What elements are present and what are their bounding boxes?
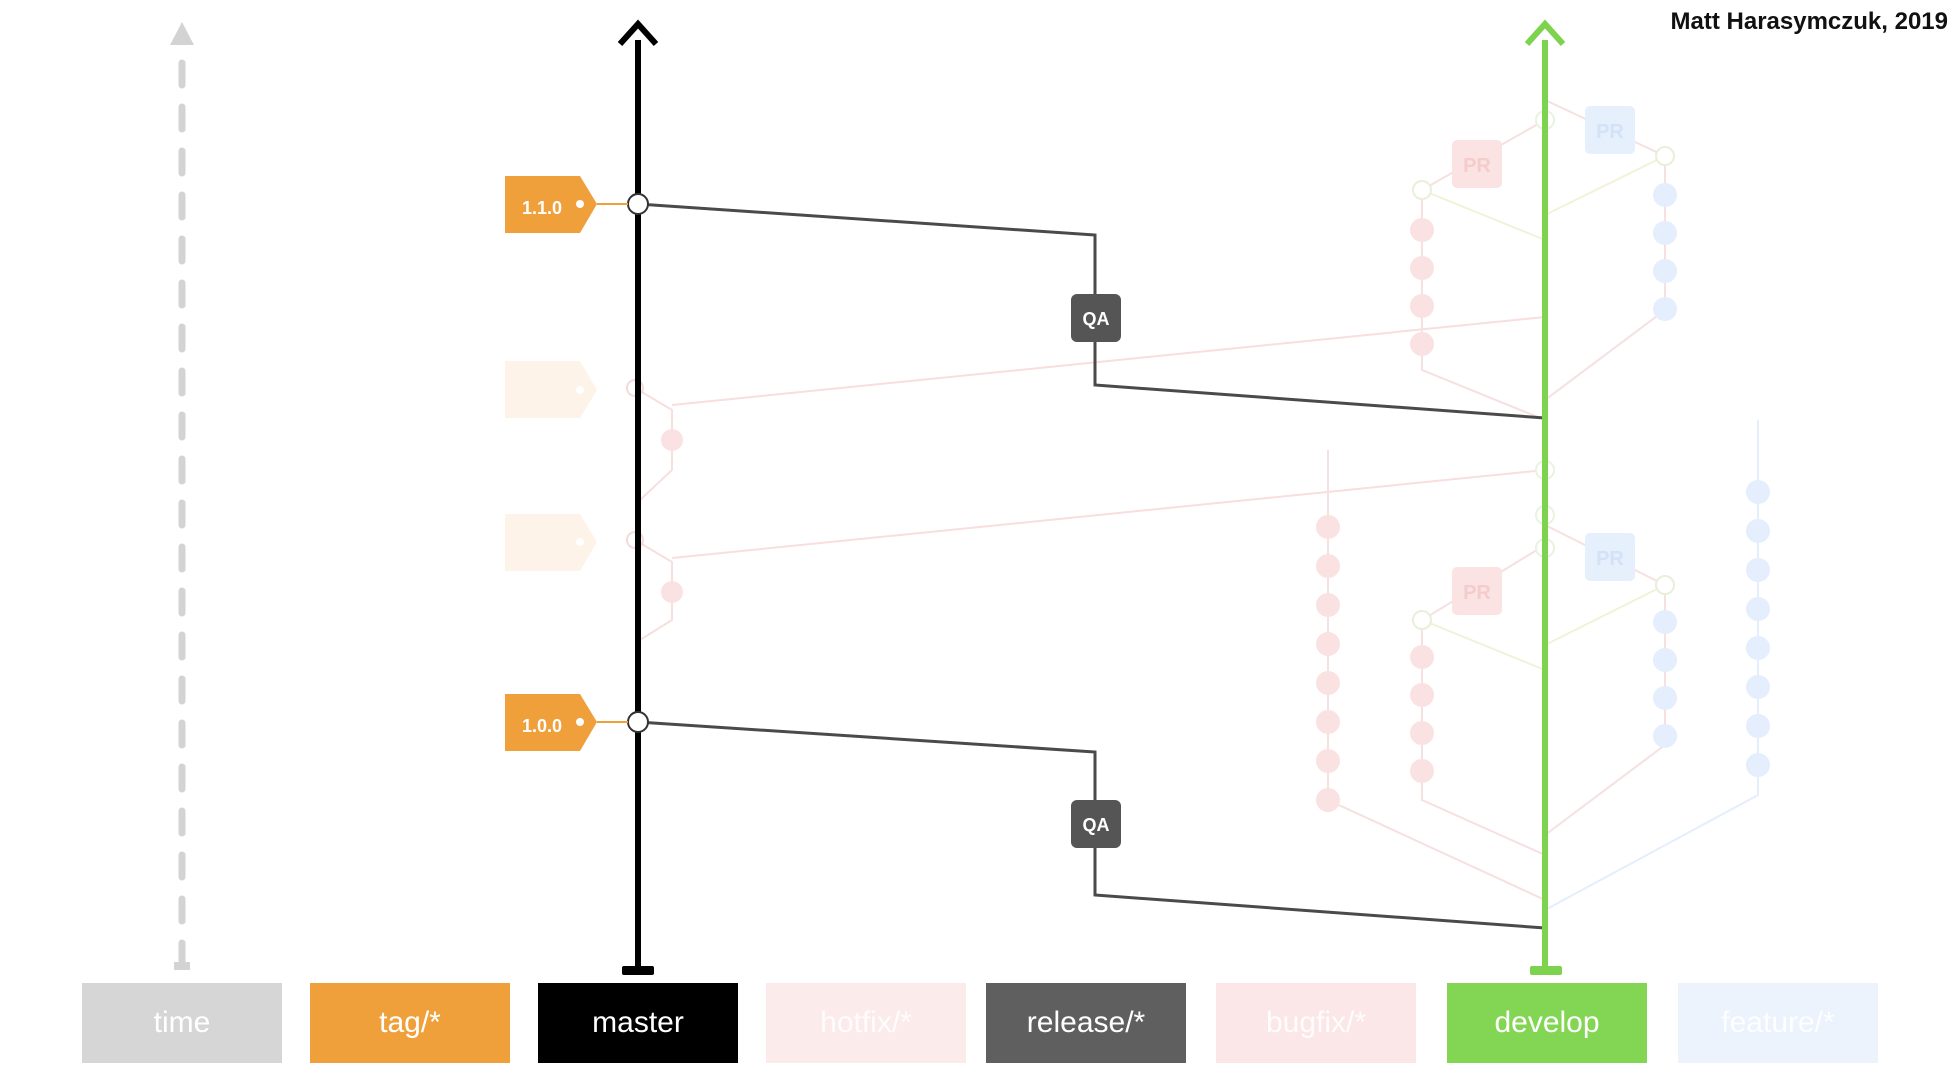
pr-badge-faded — [1585, 533, 1635, 581]
pr-badge-faded — [1452, 567, 1502, 615]
master-branch — [617, 19, 659, 975]
hotfix-commit-dot — [661, 429, 683, 451]
legend-label: release/* — [1026, 1006, 1146, 1039]
qa-badge: QA — [1071, 800, 1121, 848]
hotfix-commit-dot — [661, 581, 683, 603]
legend-label: bugfix/* — [1265, 1006, 1367, 1039]
pr-badge-faded — [1452, 140, 1502, 188]
pr-label: PR — [1463, 155, 1491, 177]
tag-1-1-0: 1.1.0 — [505, 176, 628, 233]
pr-label: PR — [1463, 582, 1491, 604]
legend-label: develop — [1494, 1006, 1600, 1039]
time-arrow-head-icon — [170, 22, 194, 45]
legend-release: release/* — [986, 983, 1186, 1063]
branch-legend: time tag/* master hotfix/* release/* bug… — [0, 983, 1960, 1063]
tag-label: 1.0.0 — [522, 716, 562, 736]
legend-time: time — [82, 983, 282, 1063]
author-credit: Matt Harasymczuk, 2019 — [1670, 8, 1948, 35]
faded-tag-1 — [505, 361, 597, 418]
master-commit — [627, 711, 649, 733]
legend-label: tag/* — [379, 1006, 441, 1039]
feature-commit-column — [1746, 480, 1770, 777]
tag-label: 1.1.0 — [522, 198, 562, 218]
faded-tag-2 — [505, 514, 597, 571]
tag-hole-icon — [576, 200, 584, 208]
qa-label: QA — [1083, 815, 1110, 835]
legend-hotfix: hotfix/* — [766, 983, 966, 1063]
legend-label: master — [592, 1006, 684, 1039]
legend-label: hotfix/* — [820, 1006, 912, 1039]
hotfix-faded-lines — [634, 316, 1546, 641]
legend-tag: tag/* — [310, 983, 510, 1063]
master-arrow-head-icon — [617, 19, 659, 47]
master-commit — [627, 193, 649, 215]
legend-bugfix: bugfix/* — [1216, 983, 1416, 1063]
tag-1-0-0: 1.0.0 — [505, 694, 628, 751]
legend-develop: develop — [1447, 983, 1647, 1063]
legend-label: feature/* — [1721, 1006, 1835, 1039]
qa-label: QA — [1083, 309, 1110, 329]
tag-hole-icon — [576, 718, 584, 726]
legend-feature: feature/* — [1678, 983, 1878, 1063]
develop-branch — [1524, 19, 1566, 975]
pr-badge-faded — [1585, 106, 1635, 154]
pr-label: PR — [1596, 548, 1624, 570]
bugfix-commit-column — [1316, 515, 1340, 812]
qa-badge: QA — [1071, 294, 1121, 342]
legend-label: time — [153, 1006, 211, 1039]
develop-arrow-head-icon — [1524, 19, 1566, 47]
pr-label: PR — [1596, 121, 1624, 143]
faded-branches: PR PR — [505, 99, 1770, 911]
legend-master: master — [538, 983, 738, 1063]
time-axis — [170, 22, 194, 970]
